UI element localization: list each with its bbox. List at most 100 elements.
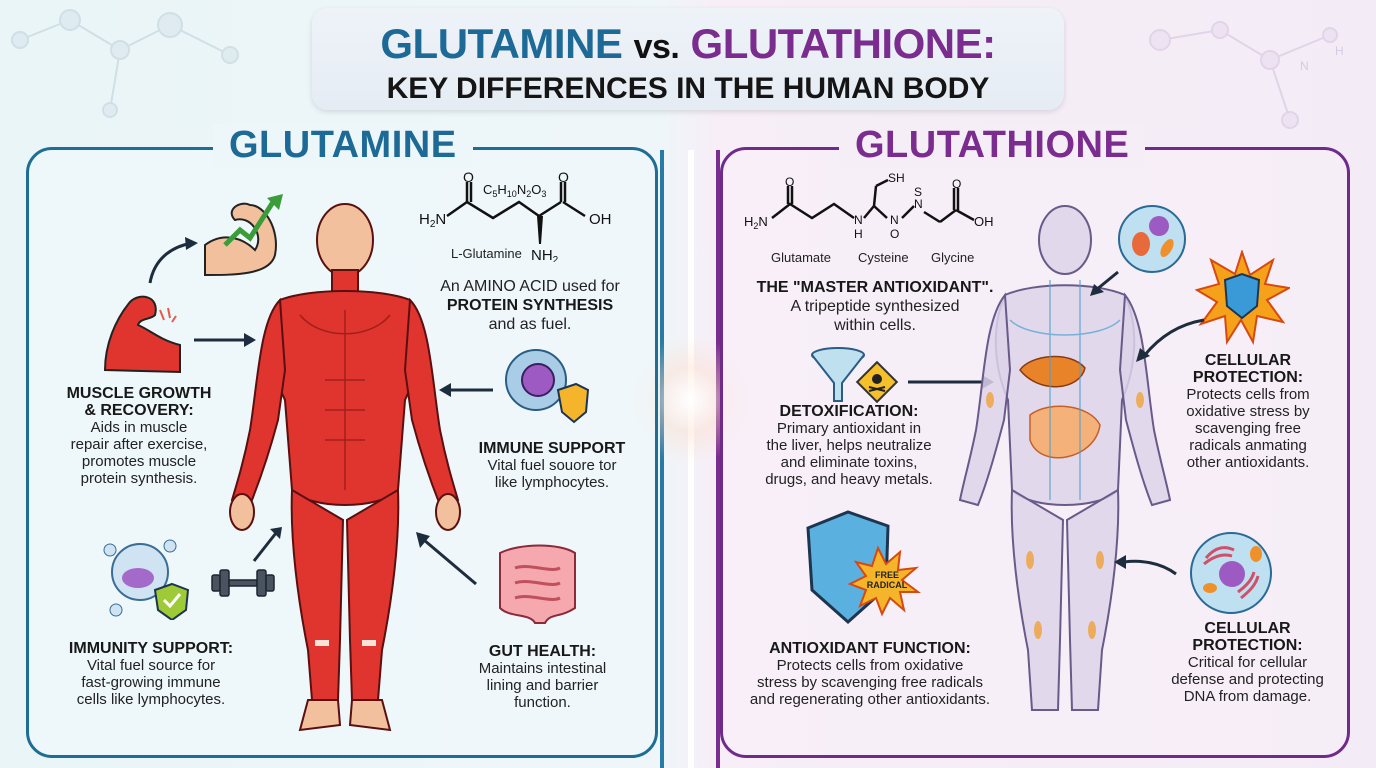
glutamine-intro: An AMINO ACID used for PROTEIN SYNTHESIS… [410,277,650,334]
cellular-heading: PROTECTION: [1192,369,1304,386]
translucent-body-figure [958,205,1172,711]
arrow-icon [416,532,477,586]
muscle-heading: MUSCLE GROWTH [66,385,212,402]
arrow-icon [194,333,256,347]
cellular-desc: radicals anmating [1189,437,1307,454]
svg-text:N: N [1300,59,1309,73]
antioxidant-desc: stress by scavenging free radicals [757,674,983,691]
intro-line: THE "MASTER ANTIOXIDANT". [756,279,994,296]
cellular-desc: defense and protecting [1171,671,1324,688]
molecule-label-cysteine: Cysteine [858,250,909,265]
svg-text:N: N [914,197,923,211]
svg-text:FREE: FREE [875,570,899,580]
funnel-icon [811,347,865,402]
detox-desc: drugs, and heavy metals. [765,471,933,488]
gut-desc: lining and barrier [486,677,599,694]
antioxidant-function-block: ANTIOXIDANT FUNCTION: Protects cells fro… [735,640,1005,708]
shield-burst-icon [1195,250,1290,345]
gut-heading: GUT HEALTH: [488,643,597,660]
intro-line: PROTEIN SYNTHESIS [446,297,614,314]
flexed-arm-growth-icon [204,194,283,277]
arrow-icon [252,527,282,562]
arrow-icon [439,383,493,397]
antioxidant-heading: ANTIOXIDANT FUNCTION: [769,640,971,657]
title-banner: GLUTAMINE vs. GLUTATHIONE: KEY DIFFERENC… [312,8,1064,110]
svg-text:OH: OH [589,211,612,228]
svg-text:N: N [854,213,863,227]
cellular-desc: DNA from damage. [1183,688,1312,705]
toxic-hazard-icon [855,360,899,404]
cellular-protection-block-2: CELLULAR PROTECTION: Critical for cellul… [1160,620,1335,705]
intestine-icon [499,544,576,624]
cellular-desc: scavenging free [1195,420,1301,437]
glutathione-intro: THE "MASTER ANTIOXIDANT". A tripeptide s… [730,278,1020,335]
arrow-icon [148,237,198,284]
cellular-desc: Critical for cellular [1187,654,1308,671]
glutamine-molecule-icon: O O C5H10N2O3 H2N OH NH2 [419,172,612,262]
cellular-desc: other antioxidants. [1186,454,1310,471]
shield-free-radical-icon: FREE RADICAL [806,510,921,625]
svg-text:OH: OH [974,214,994,229]
arrow-icon [1136,318,1205,362]
immune-heading: IMMUNE SUPPORT [478,440,626,457]
detoxification-block: DETOXIFICATION: Primary antioxidant in t… [738,403,960,488]
detox-heading: DETOXIFICATION: [779,403,919,420]
immunity-cell-shield-icon [103,539,190,620]
background-molecule-icon [11,9,239,118]
svg-text:H: H [1335,44,1344,58]
svg-text:SH: SH [888,172,905,185]
flexed-arm-muscle-icon [103,295,181,374]
immune-desc: Vital fuel souore tor [487,457,617,474]
intro-line: A tripeptide synthesized [790,298,960,315]
svg-text:NH2: NH2 [531,247,559,262]
subtitle: KEY DIFFERENCES IN THE HUMAN BODY [386,72,990,105]
glutathione-panel-title: GLUTATHIONE [839,124,1146,167]
arrow-icon [1090,270,1119,296]
main-title: GLUTAMINE vs. GLUTATHIONE: [312,20,1064,68]
muscular-body-figure [229,203,461,732]
title-glutathione: GLUTATHIONE: [690,20,997,67]
immune-cell-shield-icon [505,349,590,424]
immunity-desc: Vital fuel source for [86,657,216,674]
dumbbell-icon [211,569,275,597]
antioxidant-desc: and regenerating other antioxidants. [749,691,991,708]
cellular-desc: Protects cells from [1186,386,1310,403]
detox-desc: and eliminate toxins, [780,454,918,471]
muscle-desc: protein synthesis. [80,470,198,487]
cellular-heading: CELLULAR [1204,620,1291,637]
muscle-growth-block: MUSCLE GROWTH & RECOVERY: Aids in muscle… [44,385,234,487]
antioxidant-desc: Protects cells from oxidative [776,657,964,674]
cell-icon [1190,532,1272,614]
glutathione-molecule-icon: O O SH H2N N H N O N S OH [744,172,994,241]
immunity-heading: IMMUNITY SUPPORT: [68,640,234,657]
svg-text:O: O [558,172,569,185]
svg-text:N: N [890,213,899,227]
svg-text:RADICAL: RADICAL [867,580,908,590]
svg-text:H2N: H2N [419,211,446,230]
cell-icon [1118,205,1186,273]
svg-text:O: O [952,177,961,191]
immune-desc: like lymphocytes. [494,474,610,491]
intro-line: within cells. [834,317,916,334]
cellular-protection-block-1: CELLULAR PROTECTION: Protects cells from… [1158,352,1338,471]
muscle-desc: promotes muscle [81,453,197,470]
detox-desc: Primary antioxidant in [776,420,922,437]
svg-text:O: O [463,172,474,185]
title-glutamine: GLUTAMINE [380,20,623,67]
gut-health-block: GUT HEALTH: Maintains intestinal lining … [450,643,635,711]
intro-line: and as fuel. [488,316,572,333]
intro-line: An AMINO ACID used for [440,278,620,295]
muscle-desc: Aids in muscle [90,419,188,436]
molecule-label-glutamate: Glutamate [771,250,831,265]
glutamine-molecule-name: L-Glutamine [451,246,522,261]
background-molecule-icon: NH [1149,21,1344,129]
svg-text:H: H [854,227,863,241]
svg-text:O: O [785,175,794,189]
arrow-icon [1114,555,1177,576]
gut-desc: Maintains intestinal [478,660,607,677]
cellular-heading: CELLULAR [1204,352,1292,369]
immunity-desc: fast-growing immune [81,674,221,691]
svg-text:H2N: H2N [744,214,768,231]
cellular-heading: PROTECTION: [1192,637,1303,654]
immunity-desc: cells like lymphocytes. [76,691,226,708]
